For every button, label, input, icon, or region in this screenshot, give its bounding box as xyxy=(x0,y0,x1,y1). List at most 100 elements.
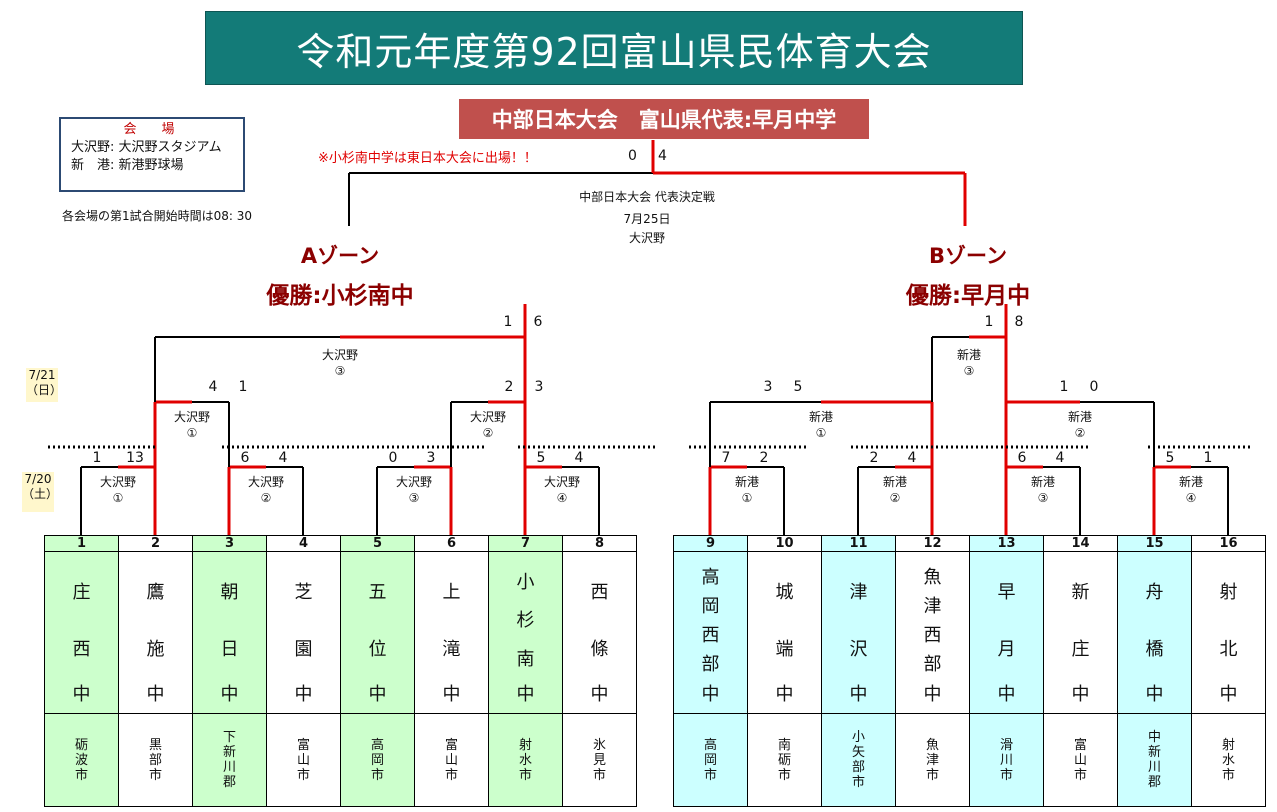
round2-score: 0 xyxy=(1089,379,1099,395)
team-name-char: 射 xyxy=(1219,581,1238,603)
zone-final-score: 1 xyxy=(503,314,513,330)
team-city-char: 市 xyxy=(777,767,791,783)
round1-score: 0 xyxy=(388,450,398,466)
school-suffix: 中 xyxy=(146,684,165,705)
venue-line: 大沢野: 大沢野スタジアム xyxy=(71,140,222,155)
team-number: 3 xyxy=(192,535,267,552)
school-suffix: 中 xyxy=(294,684,313,705)
round2-score: 2 xyxy=(504,379,514,395)
zone-final-game-number: ③ xyxy=(334,364,346,378)
team-city-char: 郡 xyxy=(1147,775,1161,790)
team-number: 13 xyxy=(969,535,1044,552)
school-suffix: 中 xyxy=(220,684,239,705)
round1-game-number: ④ xyxy=(1185,491,1197,505)
round1-game-number: ② xyxy=(260,491,272,505)
team-city-char: 矢 xyxy=(851,745,865,760)
round1-score: 4 xyxy=(278,450,288,466)
team-city: 富山市 xyxy=(1043,713,1118,807)
round2-venue: 新港 xyxy=(808,410,833,424)
team-city-char: 南 xyxy=(777,737,791,753)
team-name-char: 北 xyxy=(1219,639,1238,661)
team-city-char: 市 xyxy=(518,767,532,783)
venue-legend: 会 場 大沢野: 大沢野スタジアム 新 港: 新港野球場 xyxy=(59,117,245,192)
east-japan-note: ※小杉南中学は東日本大会に出場！！ xyxy=(318,151,537,166)
team-name: 魚津西部中 xyxy=(895,551,970,714)
team-city-char: 小 xyxy=(851,730,865,745)
team-city-char: 富 xyxy=(1073,737,1087,753)
round1-game-number: ③ xyxy=(1037,491,1049,505)
round1-score: 1 xyxy=(92,450,102,466)
zone-final-score: 6 xyxy=(533,314,543,330)
team-city-char: 市 xyxy=(148,767,162,783)
team-name: 城端中 xyxy=(747,551,822,714)
team-name-char: 滝 xyxy=(442,639,461,661)
team-name-char: 端 xyxy=(775,639,794,661)
round1-venue: 新港 xyxy=(1178,475,1203,489)
team-city-char: 氷 xyxy=(592,737,606,753)
start-time-note: 各会場の第1試合開始時間は08: 30 xyxy=(62,209,253,223)
day-tag-saturday: 7/20 （土） xyxy=(22,472,58,512)
round2-score: 3 xyxy=(763,379,773,395)
team-name-char: 西 xyxy=(72,639,91,661)
team-number: 2 xyxy=(118,535,193,552)
team-name-char: 朝 xyxy=(220,581,239,603)
team-city-char: 見 xyxy=(592,752,606,768)
team-city-char: 郡 xyxy=(222,775,236,790)
venue-line: 新 港: 新港野球場 xyxy=(71,158,184,173)
round2-score: 3 xyxy=(534,379,544,395)
team-name-char: 部 xyxy=(923,653,942,675)
team-name-char: 舟 xyxy=(1145,581,1164,603)
team-number: 10 xyxy=(747,535,822,552)
school-suffix: 中 xyxy=(442,684,461,705)
team-number: 12 xyxy=(895,535,970,552)
final-label: 中部日本大会 代表決定戦 xyxy=(579,190,715,204)
team-name-char: 高 xyxy=(701,567,720,589)
school-suffix: 中 xyxy=(775,684,794,705)
venue-heading: 会 場 xyxy=(123,122,181,137)
team-name: 鷹施中 xyxy=(118,551,193,714)
final-score-a: 0 xyxy=(628,148,637,164)
team-city-char: 射 xyxy=(518,737,532,753)
team-city: 高岡市 xyxy=(340,713,415,807)
team-name: 小杉南中 xyxy=(488,551,563,714)
team-city: 滑川市 xyxy=(969,713,1044,807)
zone-final-score: 1 xyxy=(984,314,994,330)
round1-venue: 大沢野 xyxy=(395,475,432,489)
round1-venue: 新港 xyxy=(734,475,759,489)
team-city-char: 滑 xyxy=(999,737,1013,753)
team-name-char: 上 xyxy=(442,581,461,603)
team-city-char: 下 xyxy=(222,730,236,745)
round1-score: 5 xyxy=(1165,450,1175,466)
school-suffix: 中 xyxy=(1145,684,1164,705)
team-name-char: 南 xyxy=(516,648,535,670)
team-name-char: 鷹 xyxy=(146,581,165,603)
team-name: 射北中 xyxy=(1191,551,1266,714)
team-name: 舟橋中 xyxy=(1117,551,1192,714)
school-suffix: 中 xyxy=(1219,684,1238,705)
team-name-char: 位 xyxy=(368,639,387,661)
team-city-char: 市 xyxy=(444,767,458,783)
team-city-char: 市 xyxy=(925,767,939,783)
round1-game-number: ③ xyxy=(408,491,420,505)
team-name: 五位中 xyxy=(340,551,415,714)
team-number: 11 xyxy=(821,535,896,552)
team-name: 高岡西部中 xyxy=(673,551,748,714)
team-city-char: 市 xyxy=(296,767,310,783)
team-name-char: 津 xyxy=(849,581,868,603)
final-score-b: 4 xyxy=(658,148,667,164)
team-city-char: 部 xyxy=(851,760,865,775)
team-city-char: 市 xyxy=(370,767,384,783)
team-number: 15 xyxy=(1117,535,1192,552)
team-name-char: 魚 xyxy=(923,567,942,589)
zone-final-venue: 新港 xyxy=(956,348,981,362)
team-city-char: 新 xyxy=(222,745,236,760)
team-city: 南砺市 xyxy=(747,713,822,807)
round1-game-number: ④ xyxy=(556,491,568,505)
team-city-char: 射 xyxy=(1221,737,1235,753)
team-name-char: 津 xyxy=(923,596,942,618)
round1-game-number: ① xyxy=(741,491,753,505)
team-number: 16 xyxy=(1191,535,1266,552)
school-suffix: 中 xyxy=(368,684,387,705)
round1-venue: 新港 xyxy=(1030,475,1055,489)
